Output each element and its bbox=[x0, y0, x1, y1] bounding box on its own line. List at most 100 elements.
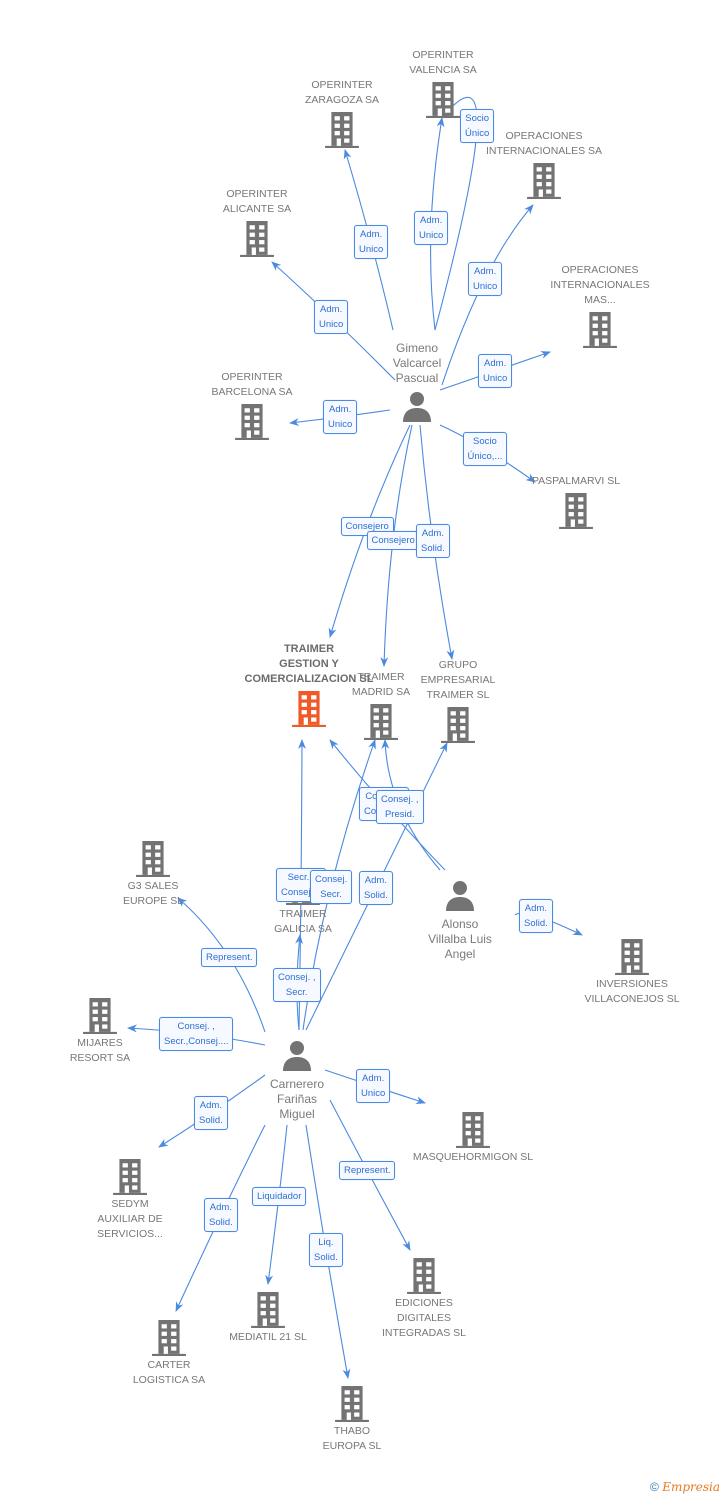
label-line: COMERCIALIZACION SL bbox=[244, 673, 374, 685]
relation-badge[interactable]: Adm.Solid. bbox=[194, 1096, 228, 1130]
person-icon-gimeno[interactable] bbox=[403, 392, 431, 422]
label-line: OPERACIONES bbox=[561, 264, 639, 276]
relation-badge[interactable]: Consej.Secr. bbox=[310, 870, 353, 904]
relation-text: Consej. , bbox=[177, 1021, 215, 1032]
footer-brand: © Empresia bbox=[650, 1480, 720, 1494]
relation-badge[interactable]: Adm.Solid. bbox=[359, 871, 393, 905]
label-line: SEDYM bbox=[111, 1198, 149, 1210]
company-label-paspal[interactable]: PASPALMARVI SL bbox=[532, 474, 620, 489]
building-icon-sedym[interactable] bbox=[113, 1159, 147, 1195]
person-icon-carnerero[interactable] bbox=[283, 1041, 311, 1071]
relation-badge[interactable]: Adm.Solid. bbox=[204, 1198, 238, 1232]
building-icon-carter[interactable] bbox=[152, 1320, 186, 1356]
building-icon-villaconejos[interactable] bbox=[615, 939, 649, 975]
relation-badge[interactable]: Represent. bbox=[201, 947, 258, 967]
company-label-masque[interactable]: MASQUEHORMIGON SL bbox=[413, 1150, 533, 1165]
label-line: MAS... bbox=[584, 294, 616, 306]
building-icon-g3[interactable] bbox=[136, 841, 170, 877]
building-icon-barcelona[interactable] bbox=[235, 404, 269, 440]
building-icon-grupo[interactable] bbox=[441, 707, 475, 743]
relation-text: Socio bbox=[465, 113, 490, 124]
relation-text: Liquidador bbox=[257, 1190, 302, 1202]
relation-text: Represent. bbox=[206, 951, 253, 963]
building-icon-opmas[interactable] bbox=[583, 312, 617, 348]
company-label-mediatil[interactable]: MEDIATIL 21 SL bbox=[229, 1330, 307, 1345]
relation-text: Adm. bbox=[209, 1202, 232, 1213]
relation-text: Consej.... bbox=[281, 887, 322, 898]
relation-badge[interactable]: Consej. ,Secr. bbox=[273, 968, 321, 1002]
building-icon-paspal[interactable] bbox=[559, 493, 593, 529]
relation-text: Adm. bbox=[484, 358, 507, 369]
label-line: VILLACONEJOS SL bbox=[584, 993, 680, 1005]
relation-badge[interactable]: Adm.Unico bbox=[414, 211, 449, 245]
relation-text: Único,... bbox=[467, 451, 503, 462]
label-line: MADRID SA bbox=[351, 686, 411, 698]
building-icon-thabo[interactable] bbox=[335, 1386, 369, 1422]
relation-text: Adm. bbox=[421, 528, 444, 539]
relation-badge[interactable]: Adm.Unico bbox=[323, 400, 358, 434]
label-line: SERVICIOS... bbox=[97, 1228, 163, 1240]
building-icon-alicante[interactable] bbox=[240, 221, 274, 257]
building-icon-mijares[interactable] bbox=[83, 998, 117, 1034]
building-icon-opint[interactable] bbox=[527, 163, 561, 199]
relation-text: Solid. bbox=[524, 918, 548, 929]
relation-badge[interactable]: Consej. ,Secr.,Consej.... bbox=[159, 1017, 234, 1051]
label-line: Villalba Luis bbox=[428, 932, 492, 946]
relation-badge[interactable]: Represent. bbox=[339, 1160, 396, 1180]
relation-badge[interactable]: Consejero bbox=[366, 530, 420, 550]
relation-text: Unico bbox=[419, 230, 444, 241]
relation-badge[interactable]: Consej. ,Presid. bbox=[376, 790, 424, 824]
label-line: MASQUEHORMIGON SL bbox=[412, 1151, 534, 1163]
relation-badge[interactable]: Liquidador bbox=[252, 1186, 307, 1206]
relation-badge[interactable]: Adm.Unico bbox=[468, 262, 503, 296]
person-icon-alonso[interactable] bbox=[446, 881, 474, 911]
building-icon-zaragoza[interactable] bbox=[325, 112, 359, 148]
label-line: INTERNACIONALES SA bbox=[485, 145, 603, 157]
label-line: MIJARES bbox=[77, 1037, 123, 1049]
relation-text: Secr. bbox=[320, 889, 342, 900]
label-line: Carnerero bbox=[269, 1077, 325, 1091]
relation-badge[interactable]: Adm.Solid. bbox=[519, 899, 553, 933]
relation-badge[interactable]: Liq.Solid. bbox=[309, 1233, 343, 1267]
relation-badge[interactable]: Adm.Unico bbox=[356, 1069, 391, 1103]
label-line: CARTER bbox=[147, 1359, 191, 1371]
building-icon-ediciones[interactable] bbox=[407, 1258, 441, 1294]
relation-badge[interactable]: Adm.Unico bbox=[314, 300, 349, 334]
building-icon-masque[interactable] bbox=[456, 1112, 490, 1148]
building-icon-mediatil[interactable] bbox=[251, 1292, 285, 1328]
relation-badge[interactable]: Adm. Unico bbox=[478, 354, 513, 388]
building-icon-valencia[interactable] bbox=[426, 82, 460, 118]
focus-building-icon-traimer[interactable] bbox=[292, 691, 326, 727]
label-line: TRAIMER bbox=[283, 643, 335, 655]
relation-text: Unico bbox=[483, 373, 508, 384]
relation-text: Unico bbox=[359, 244, 384, 255]
relation-text: Adm. bbox=[329, 404, 352, 415]
relation-badge[interactable]: Adm.Unico bbox=[354, 225, 389, 259]
relation-text: Consej. , bbox=[278, 972, 316, 983]
label-line: Valcarcel bbox=[392, 356, 442, 370]
building-icon-madrid[interactable] bbox=[364, 704, 398, 740]
relation-badge[interactable]: Adm.Solid. bbox=[416, 524, 450, 558]
